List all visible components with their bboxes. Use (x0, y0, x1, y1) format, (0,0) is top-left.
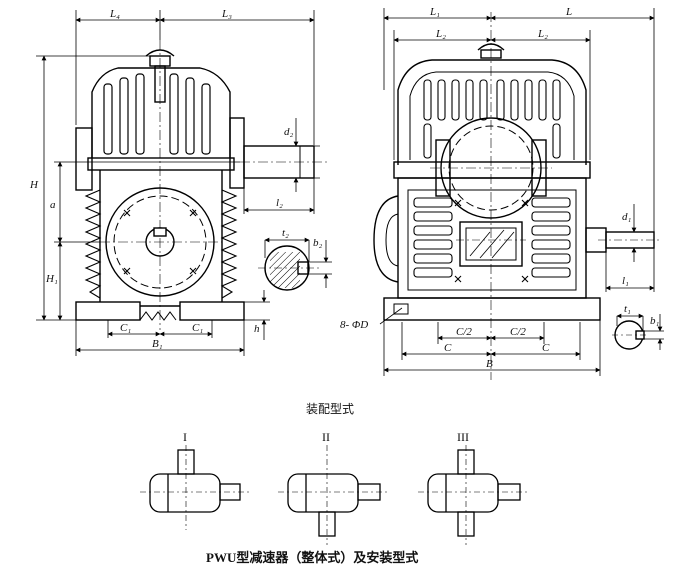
dim-c2-left: C/2 (456, 326, 472, 338)
dim-b1-key: b₁ (650, 315, 660, 327)
dim-l3: L₃ (221, 8, 232, 20)
dim-c2-right: C/2 (510, 326, 526, 338)
dim-h-base: h (254, 323, 260, 335)
dim-l4: L₄ (109, 8, 120, 20)
dim-t1: t₁ (624, 303, 631, 315)
assembly-type-1-label: I (183, 430, 187, 444)
dim-l: L (565, 6, 572, 18)
dim-c1-right: C₁ (192, 322, 203, 334)
figure-caption: PWU型减速器（整体式）及安装型式 (206, 550, 418, 565)
dim-a: a (50, 199, 56, 211)
dim-l1-shaft: l₁ (622, 275, 629, 287)
dim-c-right: C (542, 342, 550, 354)
dim-d2: d₂ (284, 126, 294, 138)
side-view (373, 12, 662, 380)
front-view (75, 40, 330, 330)
dim-l2-right: L₂ (537, 28, 548, 40)
dim-c1-left: C₁ (120, 322, 131, 334)
front-view-dimensions (36, 10, 332, 356)
dim-l2-left: L₂ (435, 28, 446, 40)
dim-h: H (29, 179, 39, 191)
dim-d1: d₁ (622, 211, 632, 223)
assembly-type-1 (140, 445, 250, 530)
assembly-type-2 (278, 445, 390, 545)
assembly-heading: 装配型式 (306, 402, 354, 416)
dim-l1: L₁ (429, 6, 440, 18)
dim-b: B (486, 358, 493, 370)
assembly-type-3 (418, 445, 530, 545)
dim-l2: l₂ (276, 197, 283, 209)
dim-bolts: 8- ΦD (340, 319, 368, 331)
dim-b1: B₁ (152, 338, 163, 350)
dim-b2: b₂ (313, 237, 323, 249)
side-view-dimensions (379, 8, 664, 376)
dim-c-left: C (444, 342, 452, 354)
assembly-type-3-label: III (457, 430, 469, 444)
assembly-type-2-label: II (322, 430, 330, 444)
dim-t2: t₂ (282, 227, 289, 239)
dim-h1: H₁ (45, 273, 58, 285)
